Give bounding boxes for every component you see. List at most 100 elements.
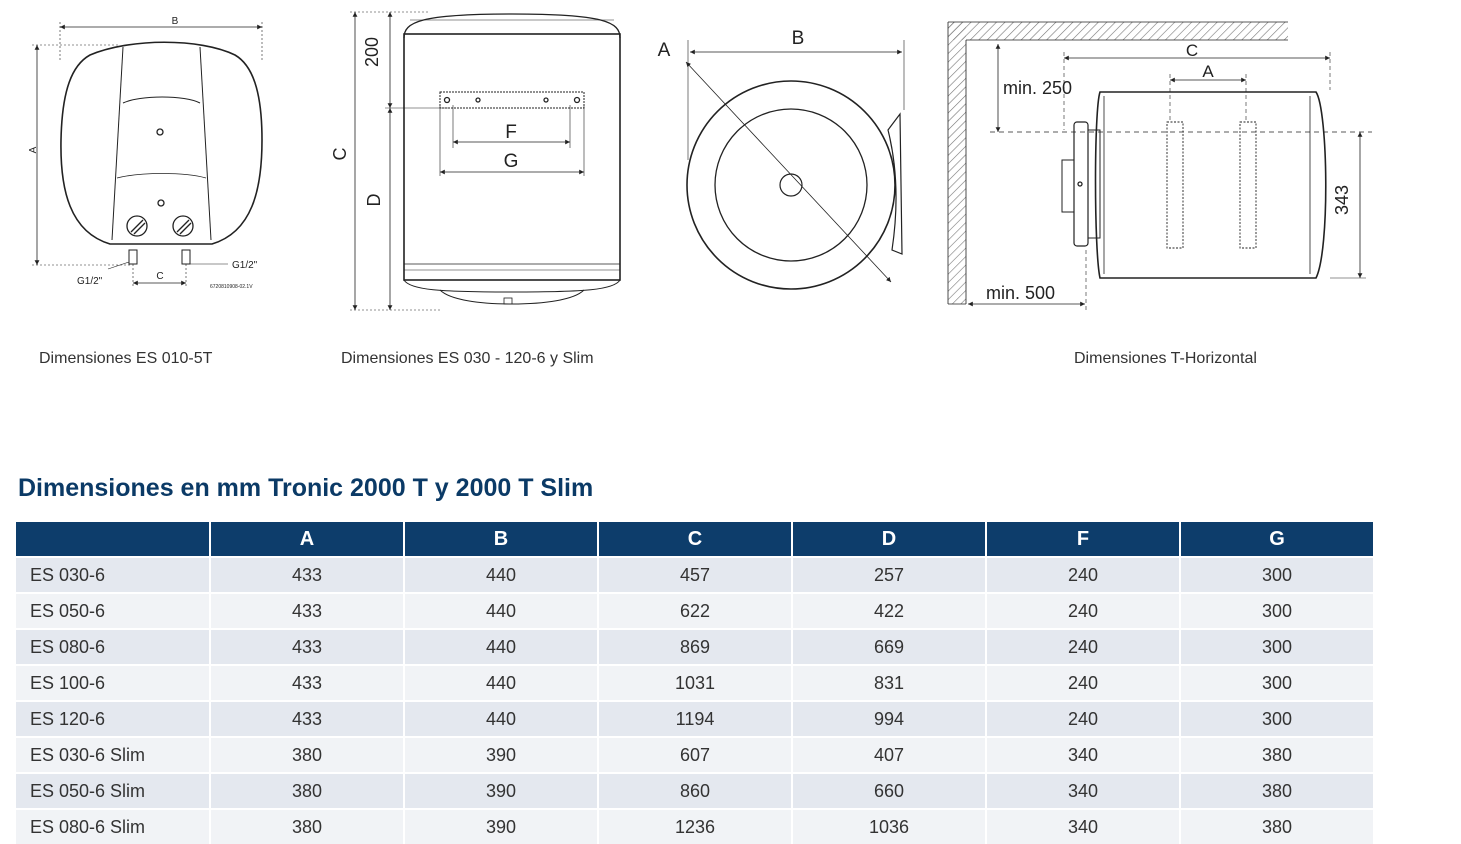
horizontal-label-c: C (1186, 41, 1198, 60)
cell-b: 390 (403, 736, 598, 773)
cell-c: 869 (597, 628, 792, 665)
table-row: ES 050-6 Slim 380 390 860 660 340 380 (16, 772, 1373, 809)
round-label-a: A (658, 40, 671, 61)
cell-b: 440 (403, 628, 598, 665)
table-title: Dimensiones en mm Tronic 2000 T y 2000 T… (18, 474, 594, 502)
cell-model: ES 030-6 (16, 556, 210, 593)
caption-horizontal: Dimensiones T-Horizontal (1074, 350, 1257, 367)
caption-es010: Dimensiones ES 010-5T (39, 350, 213, 367)
table-row: ES 100-6 433 440 1031 831 240 300 (16, 664, 1373, 701)
header-g: G (1179, 522, 1373, 557)
table-row: ES 080-6 Slim 380 390 1236 1036 340 380 (16, 808, 1373, 844)
es030-label-f: F (505, 122, 517, 143)
cell-model: ES 050-6 Slim (16, 772, 210, 809)
drawing-es010 (32, 22, 263, 287)
cell-model: ES 050-6 (16, 592, 210, 629)
cell-g: 300 (1179, 664, 1373, 701)
cell-model: ES 080-6 (16, 628, 210, 665)
header-b: B (403, 522, 598, 557)
header-model (16, 522, 210, 557)
cell-f: 340 (985, 808, 1180, 844)
cell-f: 240 (985, 700, 1180, 737)
table-row: ES 050-6 433 440 622 422 240 300 (16, 592, 1373, 629)
cell-d: 257 (791, 556, 986, 593)
horizontal-label-min500: min. 500 (986, 283, 1055, 303)
es010-ref-code: 6720810908-02.1V (210, 284, 253, 290)
cell-c: 622 (597, 592, 792, 629)
cell-b: 390 (403, 808, 598, 844)
es030-label-g: G (504, 151, 519, 172)
cell-f: 340 (985, 736, 1180, 773)
cell-d: 422 (791, 592, 986, 629)
cell-c: 1031 (597, 664, 792, 701)
cell-d: 994 (791, 700, 986, 737)
table-row: ES 030-6 433 440 457 257 240 300 (16, 556, 1373, 593)
cell-g: 300 (1179, 592, 1373, 629)
cell-a: 433 (209, 628, 404, 665)
es030-label-c: C (330, 148, 350, 161)
cell-a: 380 (209, 736, 404, 773)
cell-a: 433 (209, 664, 404, 701)
cell-model: ES 120-6 (16, 700, 210, 737)
cell-d: 660 (791, 772, 986, 809)
horizontal-label-343: 343 (1332, 185, 1352, 215)
cell-c: 1194 (597, 700, 792, 737)
es030-label-200: 200 (362, 37, 382, 67)
table-row: ES 030-6 Slim 380 390 607 407 340 380 (16, 736, 1373, 773)
cell-a: 433 (209, 700, 404, 737)
table-row: ES 080-6 433 440 869 669 240 300 (16, 628, 1373, 665)
cell-a: 380 (209, 808, 404, 844)
cell-f: 240 (985, 628, 1180, 665)
horizontal-label-min250: min. 250 (1003, 78, 1072, 98)
cell-g: 300 (1179, 628, 1373, 665)
es010-label-a: A (28, 146, 39, 153)
cell-d: 831 (791, 664, 986, 701)
dimensions-table: A B C D F G ES 030-6 433 440 457 257 240… (16, 522, 1373, 844)
cell-c: 1236 (597, 808, 792, 844)
header-c: C (597, 522, 792, 557)
cell-d: 407 (791, 736, 986, 773)
cell-model: ES 080-6 Slim (16, 808, 210, 844)
cell-g: 380 (1179, 736, 1373, 773)
cell-f: 240 (985, 664, 1180, 701)
caption-es030: Dimensiones ES 030 - 120-6 y Slim (341, 350, 594, 367)
cell-b: 440 (403, 556, 598, 593)
header-d: D (791, 522, 986, 557)
cell-c: 607 (597, 736, 792, 773)
es010-label-c: C (156, 271, 163, 282)
cell-b: 440 (403, 664, 598, 701)
drawing-round (685, 40, 905, 290)
cell-model: ES 100-6 (16, 664, 210, 701)
table-header-row: A B C D F G (16, 522, 1373, 557)
cell-a: 433 (209, 592, 404, 629)
technical-drawings: B A C G1/2" G1/2" 6720810908-02.1V (28, 11, 1372, 311)
cell-f: 340 (985, 772, 1180, 809)
es010-label-g-left: G1/2" (77, 276, 103, 287)
es030-label-d: D (364, 194, 384, 207)
cell-b: 440 (403, 700, 598, 737)
horizontal-label-a: A (1202, 62, 1214, 81)
cell-c: 860 (597, 772, 792, 809)
cell-model: ES 030-6 Slim (16, 736, 210, 773)
cell-g: 300 (1179, 700, 1373, 737)
cell-g: 300 (1179, 556, 1373, 593)
cell-a: 433 (209, 556, 404, 593)
cell-b: 390 (403, 772, 598, 809)
es010-label-g-right: G1/2" (232, 260, 258, 271)
cell-d: 669 (791, 628, 986, 665)
cell-g: 380 (1179, 772, 1373, 809)
header-a: A (209, 522, 404, 557)
table-row: ES 120-6 433 440 1194 994 240 300 (16, 700, 1373, 737)
drawing-horizontal (947, 21, 1372, 310)
cell-g: 380 (1179, 808, 1373, 844)
cell-f: 240 (985, 592, 1180, 629)
round-label-b: B (792, 28, 805, 49)
cell-a: 380 (209, 772, 404, 809)
drawing-es030 (350, 11, 621, 311)
header-f: F (985, 522, 1180, 557)
cell-c: 457 (597, 556, 792, 593)
cell-f: 240 (985, 556, 1180, 593)
cell-d: 1036 (791, 808, 986, 844)
cell-b: 440 (403, 592, 598, 629)
es010-label-b: B (172, 16, 179, 27)
